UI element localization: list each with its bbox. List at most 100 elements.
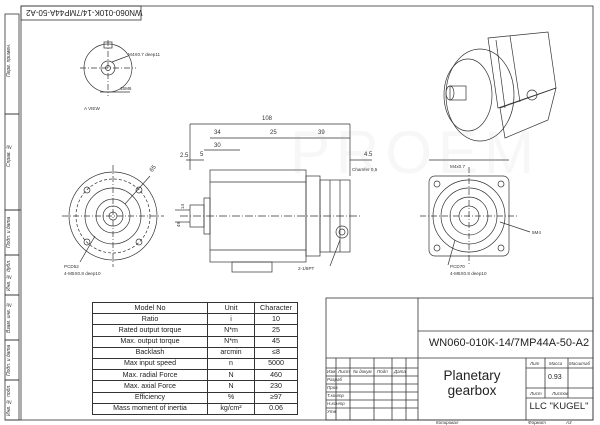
side-label-2: Подп. и дата xyxy=(6,216,12,248)
table-row: Backlash arcmin ≤8 xyxy=(92,346,298,359)
dim-14: 14 xyxy=(180,203,186,210)
side-label-1: Справ. № xyxy=(6,143,12,167)
left-front-view xyxy=(62,165,164,267)
spec-name: Ratio xyxy=(92,313,208,326)
right-holes: 4-M5X0.8 deep10 xyxy=(450,271,487,276)
spec-value: 10 xyxy=(254,313,298,326)
rev-header-4: Дата xyxy=(394,369,406,374)
key-dim: 16M6 xyxy=(120,86,132,91)
shaft-a-view xyxy=(80,40,136,96)
spec-value: 25 xyxy=(254,324,298,337)
spec-unit: N xyxy=(207,380,255,393)
spec-header-row: Model No Unit Character xyxy=(92,301,298,315)
table-row: Mass moment of inertia kg/cm² 0.06 xyxy=(92,402,298,415)
dim-39: 39 xyxy=(318,130,325,136)
spec-name: Max. axial Force xyxy=(92,380,208,393)
spec-value: 5000 xyxy=(254,357,298,371)
sheet-format: A3 xyxy=(566,420,572,425)
scale-value: 0.93 xyxy=(548,374,562,381)
spec-name: Max. output torque xyxy=(92,335,208,348)
watermark: PROEM xyxy=(290,119,541,186)
spec-value: ≥97 xyxy=(254,391,298,404)
dim-4-5: 4.5 xyxy=(364,152,373,158)
shaft-thread-note: M4X0.7 deep11 xyxy=(128,52,161,57)
spec-unit: i xyxy=(207,313,255,326)
table-row: Max. radial Force N 460 xyxy=(92,369,298,382)
side-label-4: Взам. инв. № xyxy=(6,301,12,333)
table-row: Efficiency % ≥97 xyxy=(92,391,298,404)
table-row: Max. output torque N*m 45 xyxy=(92,335,298,348)
spec-header-character: Character xyxy=(254,301,298,315)
spec-value: 45 xyxy=(254,335,298,348)
spec-name: Rated output torque xyxy=(92,324,208,337)
side-label-6: Инв. № подл. xyxy=(6,384,12,416)
table-row: Max input speed n 5000 xyxy=(92,357,298,371)
chamfer-note: Chamfer 0,5 xyxy=(352,167,378,172)
title-block xyxy=(325,297,594,421)
spec-unit: N*m xyxy=(207,335,255,348)
spec-value: 460 xyxy=(254,369,298,382)
spec-name: Backlash xyxy=(92,346,208,359)
frame-border xyxy=(20,5,594,421)
bolt-circle-note: 5M4 xyxy=(532,230,541,235)
rev-header-1: Лист xyxy=(338,369,350,374)
spec-name: Max input speed xyxy=(92,357,208,371)
table-row: Rated output torque N*m 25 xyxy=(92,324,298,337)
side-label-5: Подп. и дата xyxy=(6,344,12,376)
left-pcd: PCD52 xyxy=(64,264,79,269)
spec-value: ≤8 xyxy=(254,346,298,359)
spec-unit: arcmin xyxy=(207,346,255,359)
side-label-3: Инв. № дубл. xyxy=(6,259,12,291)
drawing-title: Planetary gearbox xyxy=(443,368,501,398)
spec-header-unit: Unit xyxy=(207,301,255,315)
right-front-view xyxy=(420,159,531,266)
dim-5: 5 xyxy=(200,152,204,158)
company-name: LLC "KUGEL" xyxy=(529,401,589,412)
right-pcd: PCD70 xyxy=(450,264,465,269)
role-0: Разраб xyxy=(327,377,343,382)
spec-name: Mass moment of inertia xyxy=(92,402,208,415)
spec-name: Max. radial Force xyxy=(92,369,208,382)
dim-34: 34 xyxy=(214,130,221,136)
mini-stamp-code: WN060-010K-14/7MP44A-50-A2 xyxy=(26,8,143,17)
role-2: Т.контр xyxy=(327,393,344,398)
label-sheet: Лист xyxy=(530,391,542,396)
label-sheets: Листов xyxy=(552,391,569,396)
label-scale: Масштаб xyxy=(569,361,591,366)
spec-name: Efficiency xyxy=(92,391,208,404)
dim-total-length: 108 xyxy=(262,116,273,122)
spec-unit: kg/cm² xyxy=(207,402,255,415)
drawing-code: WN060-010K-14/7MP44A-50-A2 xyxy=(428,337,590,349)
label-mass: Масса xyxy=(549,361,563,366)
rev-header-0: Изм xyxy=(327,369,336,374)
dim-2-5: 2.5 xyxy=(180,153,189,159)
rev-header-3: Подп xyxy=(377,369,388,374)
dim-49: 49 xyxy=(176,221,182,228)
role-3: Н.контр xyxy=(327,401,345,406)
table-row: Max. axial Force N 230 xyxy=(92,380,298,393)
table-row: Ratio i 10 xyxy=(92,313,298,326)
spec-unit: % xyxy=(207,391,255,404)
spec-header-model: Model No xyxy=(92,301,208,315)
spec-value: 230 xyxy=(254,380,298,393)
side-label-0: Перв. примен. xyxy=(6,43,12,77)
role-4: Утв xyxy=(327,409,336,414)
left-holes: 4-M5X0.8 deep10 xyxy=(64,271,101,276)
isometric-view xyxy=(443,31,557,142)
spec-table: Model No Unit Character Ratio i 10 Rated… xyxy=(92,301,298,415)
spec-value: 0.06 xyxy=(254,402,298,415)
rev-header-2: № докум xyxy=(353,369,372,374)
label-format: Формат xyxy=(528,420,546,425)
view-label: A VIEW xyxy=(84,106,100,111)
spec-unit: N*m xyxy=(207,324,255,337)
tap-note: 2-1/8PT xyxy=(298,266,315,271)
dim-25: 25 xyxy=(270,130,277,136)
spec-unit: N xyxy=(207,369,255,382)
right-thread: M4x0.7 xyxy=(450,164,466,169)
label-copied: Копировал xyxy=(436,420,459,425)
spec-unit: n xyxy=(207,357,255,371)
side-view xyxy=(175,123,372,273)
role-1: Пров xyxy=(327,385,338,390)
label-letter: Лит xyxy=(530,361,540,366)
